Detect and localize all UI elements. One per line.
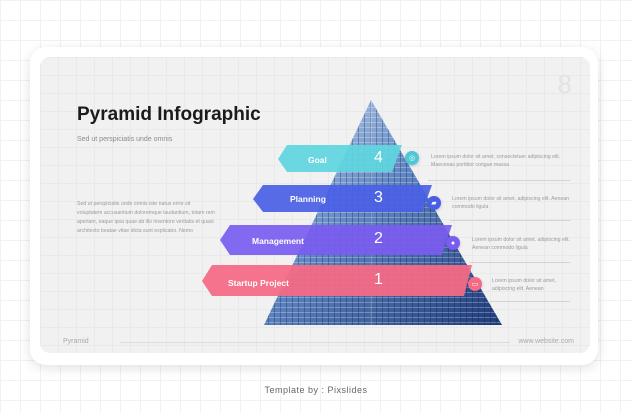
tier-number-3: 3 <box>374 189 383 206</box>
pyramid-graphic <box>202 100 502 325</box>
tier-label-management: Management <box>252 236 304 246</box>
slide-subtitle: Sed ut perspiciatis unde omnis <box>77 136 173 143</box>
tier-number-2: 2 <box>374 230 383 247</box>
slide-footer-left: Pyramid <box>63 338 89 345</box>
tier-label-goal: Goal <box>308 155 327 165</box>
template-credit: Template by : Pixslides <box>264 385 368 395</box>
slide: 8 Pyramid Infographic Sed ut perspiciati… <box>40 57 590 353</box>
presentation-icon: ▭ <box>468 277 482 291</box>
tier-number-4: 4 <box>374 149 383 166</box>
folder-icon: ▰ <box>427 196 441 210</box>
tier-startup-band <box>202 265 472 296</box>
divider <box>450 220 570 221</box>
divider <box>428 180 570 181</box>
tier-label-planning: Planning <box>290 194 326 204</box>
slide-number: 8 <box>557 69 572 99</box>
footer-divider <box>120 342 510 343</box>
slide-title: Pyramid Infographic <box>77 104 261 125</box>
tier-label-startup-project: Startup Project <box>228 278 289 288</box>
tier-number-1: 1 <box>374 271 383 288</box>
divider <box>490 301 570 302</box>
divider <box>470 262 570 263</box>
slide-footer-right: www.website.com <box>518 338 574 345</box>
target-icon: ◎ <box>405 151 419 165</box>
slide-body-text: Sed ut perspiciatis unde omnis iste natu… <box>77 201 215 234</box>
tier-management-band <box>220 225 452 255</box>
tier-desc-planning: Lorem ipsum dolor sit amet, adipiscing e… <box>452 196 570 210</box>
tier-desc-management: Lorem ipsum dolor sit amet, adipiscing e… <box>472 237 571 251</box>
tier-planning-band <box>253 185 432 212</box>
tier-desc-goal: Lorem ipsum dolor sit amet, consectetuer… <box>431 154 561 168</box>
tier-goal-band <box>278 145 402 172</box>
person-icon: ● <box>446 236 460 250</box>
tier-desc-startup: Lorem ipsum dolor sit amet, adipiscing e… <box>492 278 557 292</box>
